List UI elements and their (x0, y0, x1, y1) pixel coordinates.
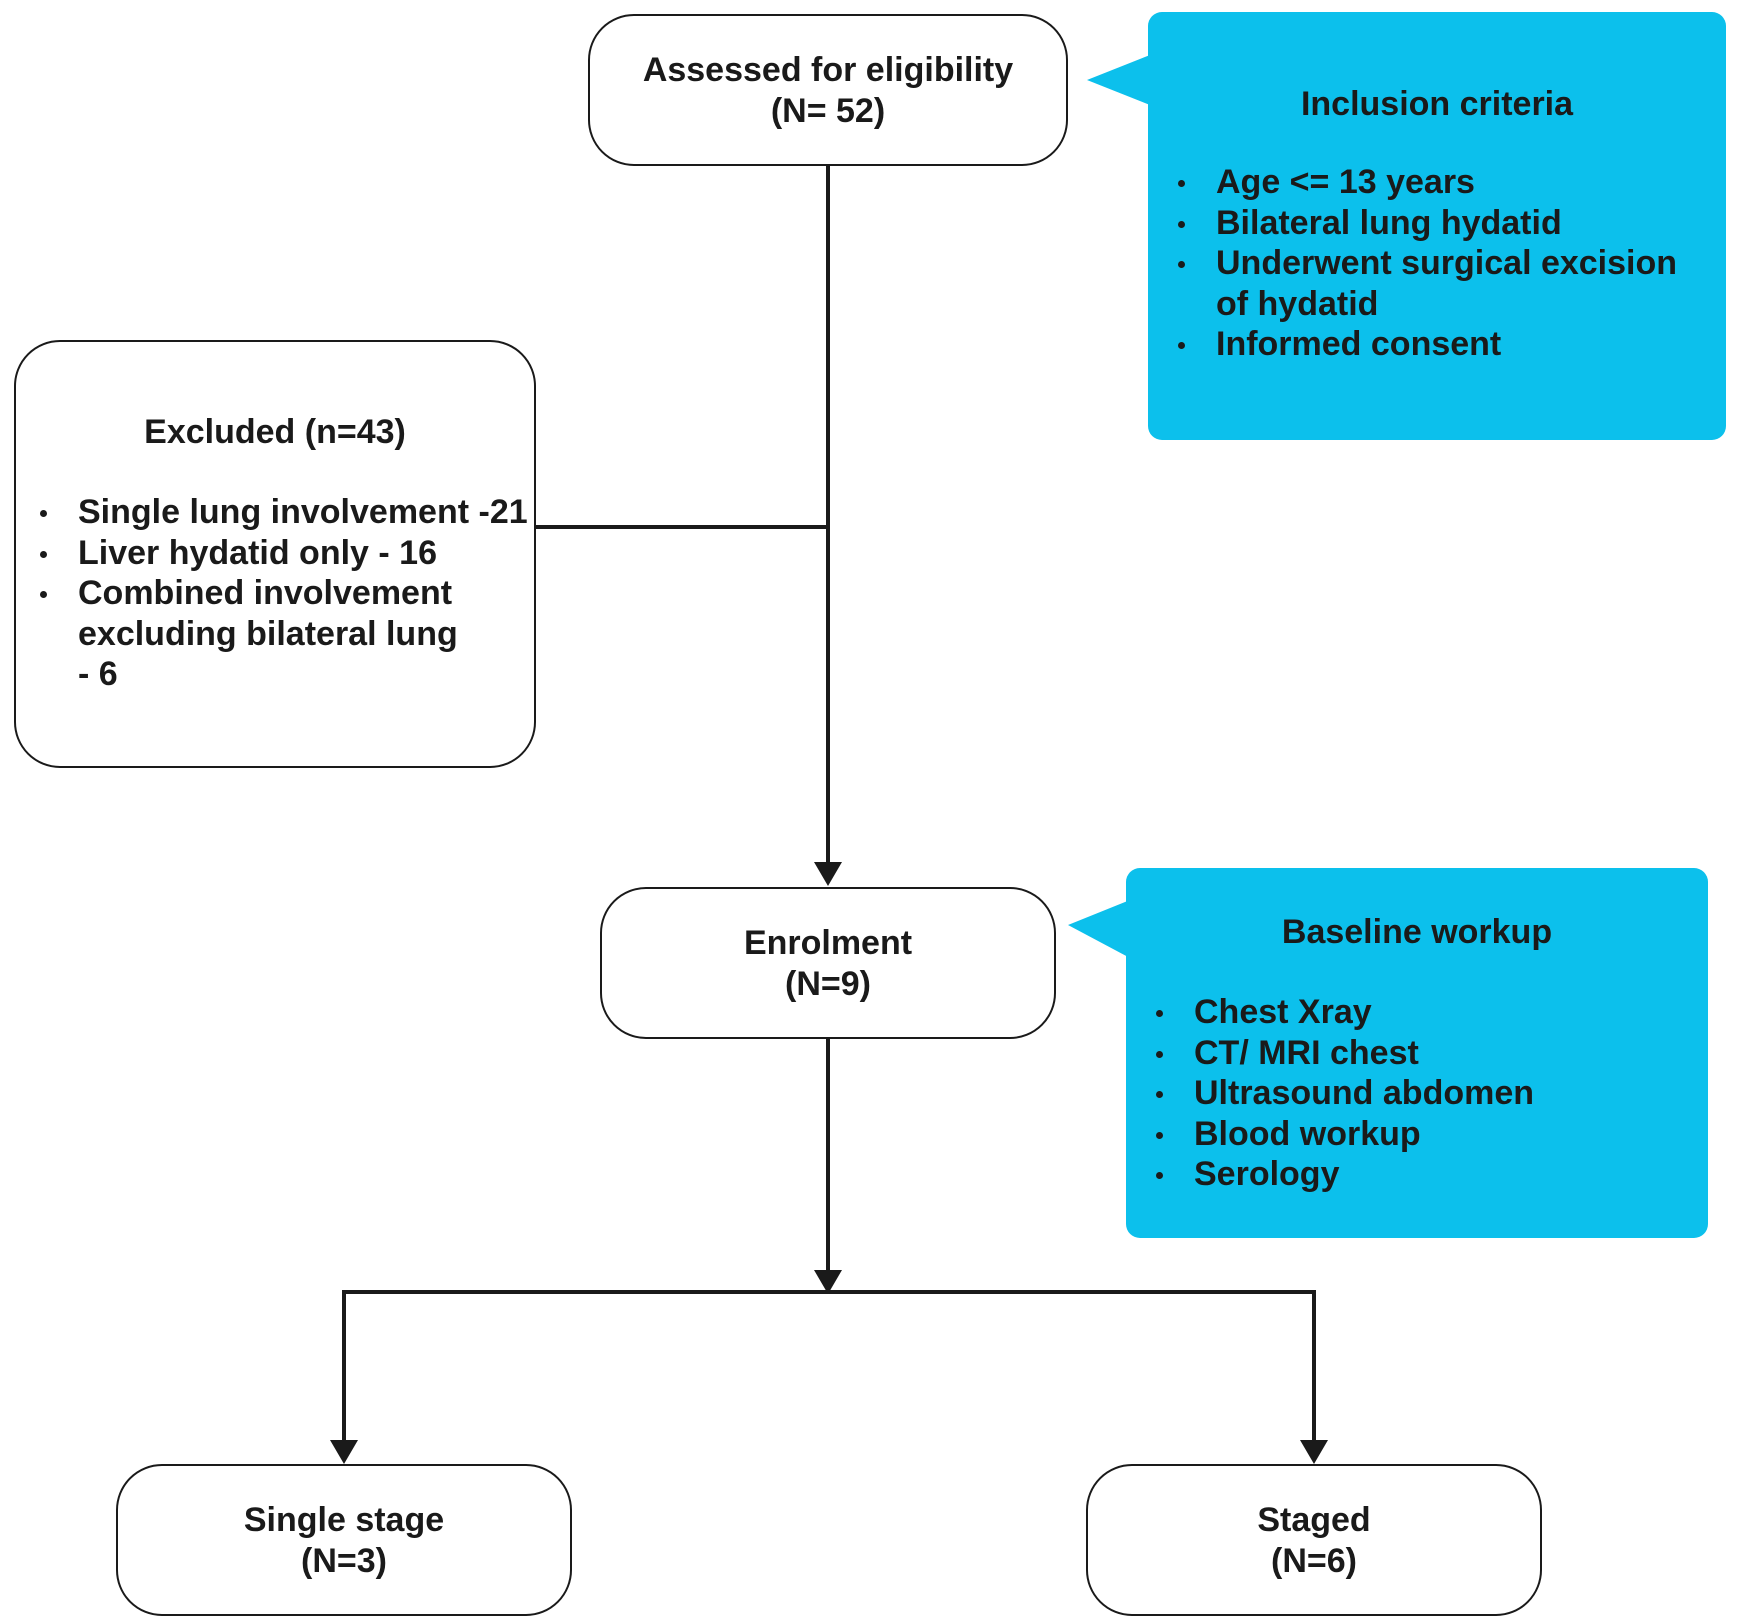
excluded-box: Excluded (n=43) Single lung involvement … (14, 340, 536, 768)
single-stage-title: Single stage (243, 1501, 445, 1539)
enrolment-box: Enrolment (N=9) (600, 887, 1056, 1039)
inclusion-criteria-title: Inclusion criteria (1300, 85, 1574, 123)
inclusion-item: Bilateral lung hydatid (1170, 203, 1710, 244)
baseline-workup-callout: Baseline workup Chest Xray CT/ MRI chest… (1126, 868, 1708, 1238)
baseline-callout-pointer (1068, 900, 1130, 958)
baseline-item: Ultrasound abdomen (1148, 1073, 1688, 1114)
inclusion-item: Age <= 13 years (1170, 162, 1710, 203)
inclusion-criteria-list: Age <= 13 years Bilateral lung hydatid U… (1170, 162, 1710, 365)
assessed-box: Assessed for eligibility (N= 52) (588, 14, 1068, 166)
arrowhead-staged (1300, 1440, 1328, 1464)
enrolment-title: Enrolment (743, 924, 913, 962)
baseline-workup-list: Chest Xray CT/ MRI chest Ultrasound abdo… (1148, 992, 1688, 1195)
baseline-item: CT/ MRI chest (1148, 1033, 1688, 1074)
arrowhead-single-stage (330, 1440, 358, 1464)
excluded-list: Single lung involvement -21 Liver hydati… (32, 492, 532, 695)
arrowhead-enrolment (814, 862, 842, 886)
assessed-title: Assessed for eligibility (642, 51, 1014, 89)
excluded-item: Liver hydatid only - 16 (32, 533, 532, 574)
excluded-title: Excluded (n=43) (144, 413, 406, 451)
baseline-item: Serology (1148, 1154, 1688, 1195)
enrolment-count: (N=9) (785, 965, 871, 1003)
inclusion-item: Informed consent (1170, 324, 1710, 365)
arrowhead-split (814, 1270, 842, 1294)
single-stage-box: Single stage (N=3) (116, 1464, 572, 1616)
excluded-item: Combined involvement excluding bilateral… (32, 573, 478, 695)
baseline-item: Blood workup (1148, 1114, 1688, 1155)
staged-title: Staged (1257, 1501, 1371, 1539)
staged-count: (N=6) (1271, 1542, 1357, 1580)
excluded-item: Single lung involvement -21 (32, 492, 532, 533)
single-stage-count: (N=3) (301, 1542, 387, 1580)
baseline-workup-title: Baseline workup (1281, 913, 1553, 951)
inclusion-criteria-callout: Inclusion criteria Age <= 13 years Bilat… (1148, 12, 1726, 440)
assessed-count: (N= 52) (770, 92, 886, 130)
staged-box: Staged (N=6) (1086, 1464, 1542, 1616)
inclusion-callout-pointer (1087, 55, 1150, 105)
baseline-item: Chest Xray (1148, 992, 1688, 1033)
inclusion-item: Underwent surgical excision of hydatid (1170, 243, 1710, 324)
